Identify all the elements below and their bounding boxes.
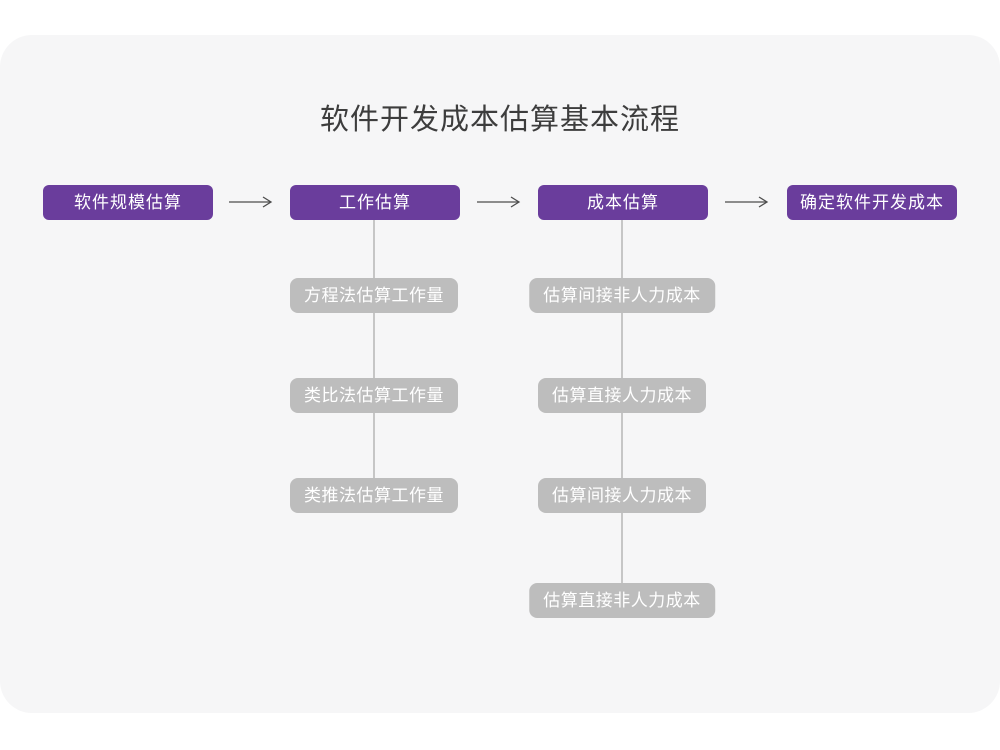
background-card (0, 35, 1000, 713)
stage-box-software-scale-estimation: 软件规模估算 (43, 185, 213, 220)
connector-line-work-column (373, 219, 375, 491)
work-method-box-equation: 方程法估算工作量 (290, 278, 458, 313)
stage-box-work-estimation: 工作估算 (290, 185, 460, 220)
cost-item-box-indirect-nonlabor: 估算间接非人力成本 (529, 278, 715, 313)
work-method-box-extrapolation: 类推法估算工作量 (290, 478, 458, 513)
cost-item-box-indirect-labor: 估算间接人力成本 (538, 478, 706, 513)
cost-item-box-direct-nonlabor: 估算直接非人力成本 (529, 583, 715, 618)
right-arrow-icon (476, 196, 522, 208)
stage-box-cost-estimation: 成本估算 (538, 185, 708, 220)
stage-box-determine-development-cost: 确定软件开发成本 (787, 185, 957, 220)
right-arrow-icon (228, 196, 274, 208)
work-method-box-analogy: 类比法估算工作量 (290, 378, 458, 413)
cost-item-box-direct-labor: 估算直接人力成本 (538, 378, 706, 413)
diagram-title: 软件开发成本估算基本流程 (319, 104, 680, 136)
right-arrow-icon (724, 196, 770, 208)
